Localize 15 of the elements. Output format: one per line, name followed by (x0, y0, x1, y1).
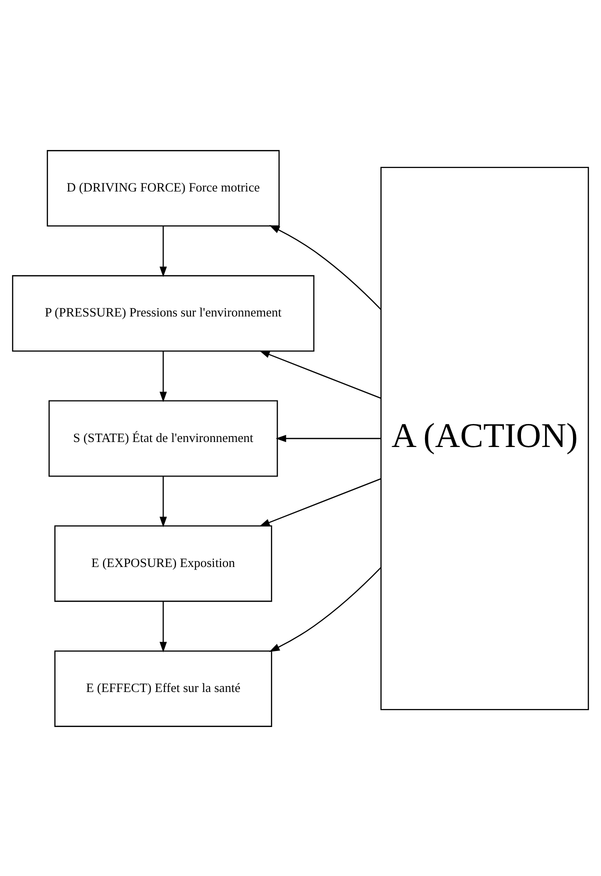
arrow (160, 600, 167, 652)
node-box: D (DRIVING FORCE) Force motrice (46, 150, 280, 226)
node-box: E (EXPOSURE) Exposition (54, 524, 272, 602)
node-box: P (PRESSURE) Pressions sur l'environnement (12, 274, 314, 352)
node-box: A (ACTION) (380, 166, 589, 710)
arrow (259, 350, 381, 398)
arrow (160, 476, 167, 527)
arrow (160, 226, 167, 277)
arrow (259, 478, 381, 526)
arrow (160, 350, 167, 402)
node-box: S (STATE) État de l'environnement (48, 400, 278, 476)
node-box: E (EFFECT) Effet sur la santé (54, 650, 272, 726)
arrow (269, 224, 382, 310)
arrow (269, 566, 382, 652)
arrow (276, 434, 381, 442)
